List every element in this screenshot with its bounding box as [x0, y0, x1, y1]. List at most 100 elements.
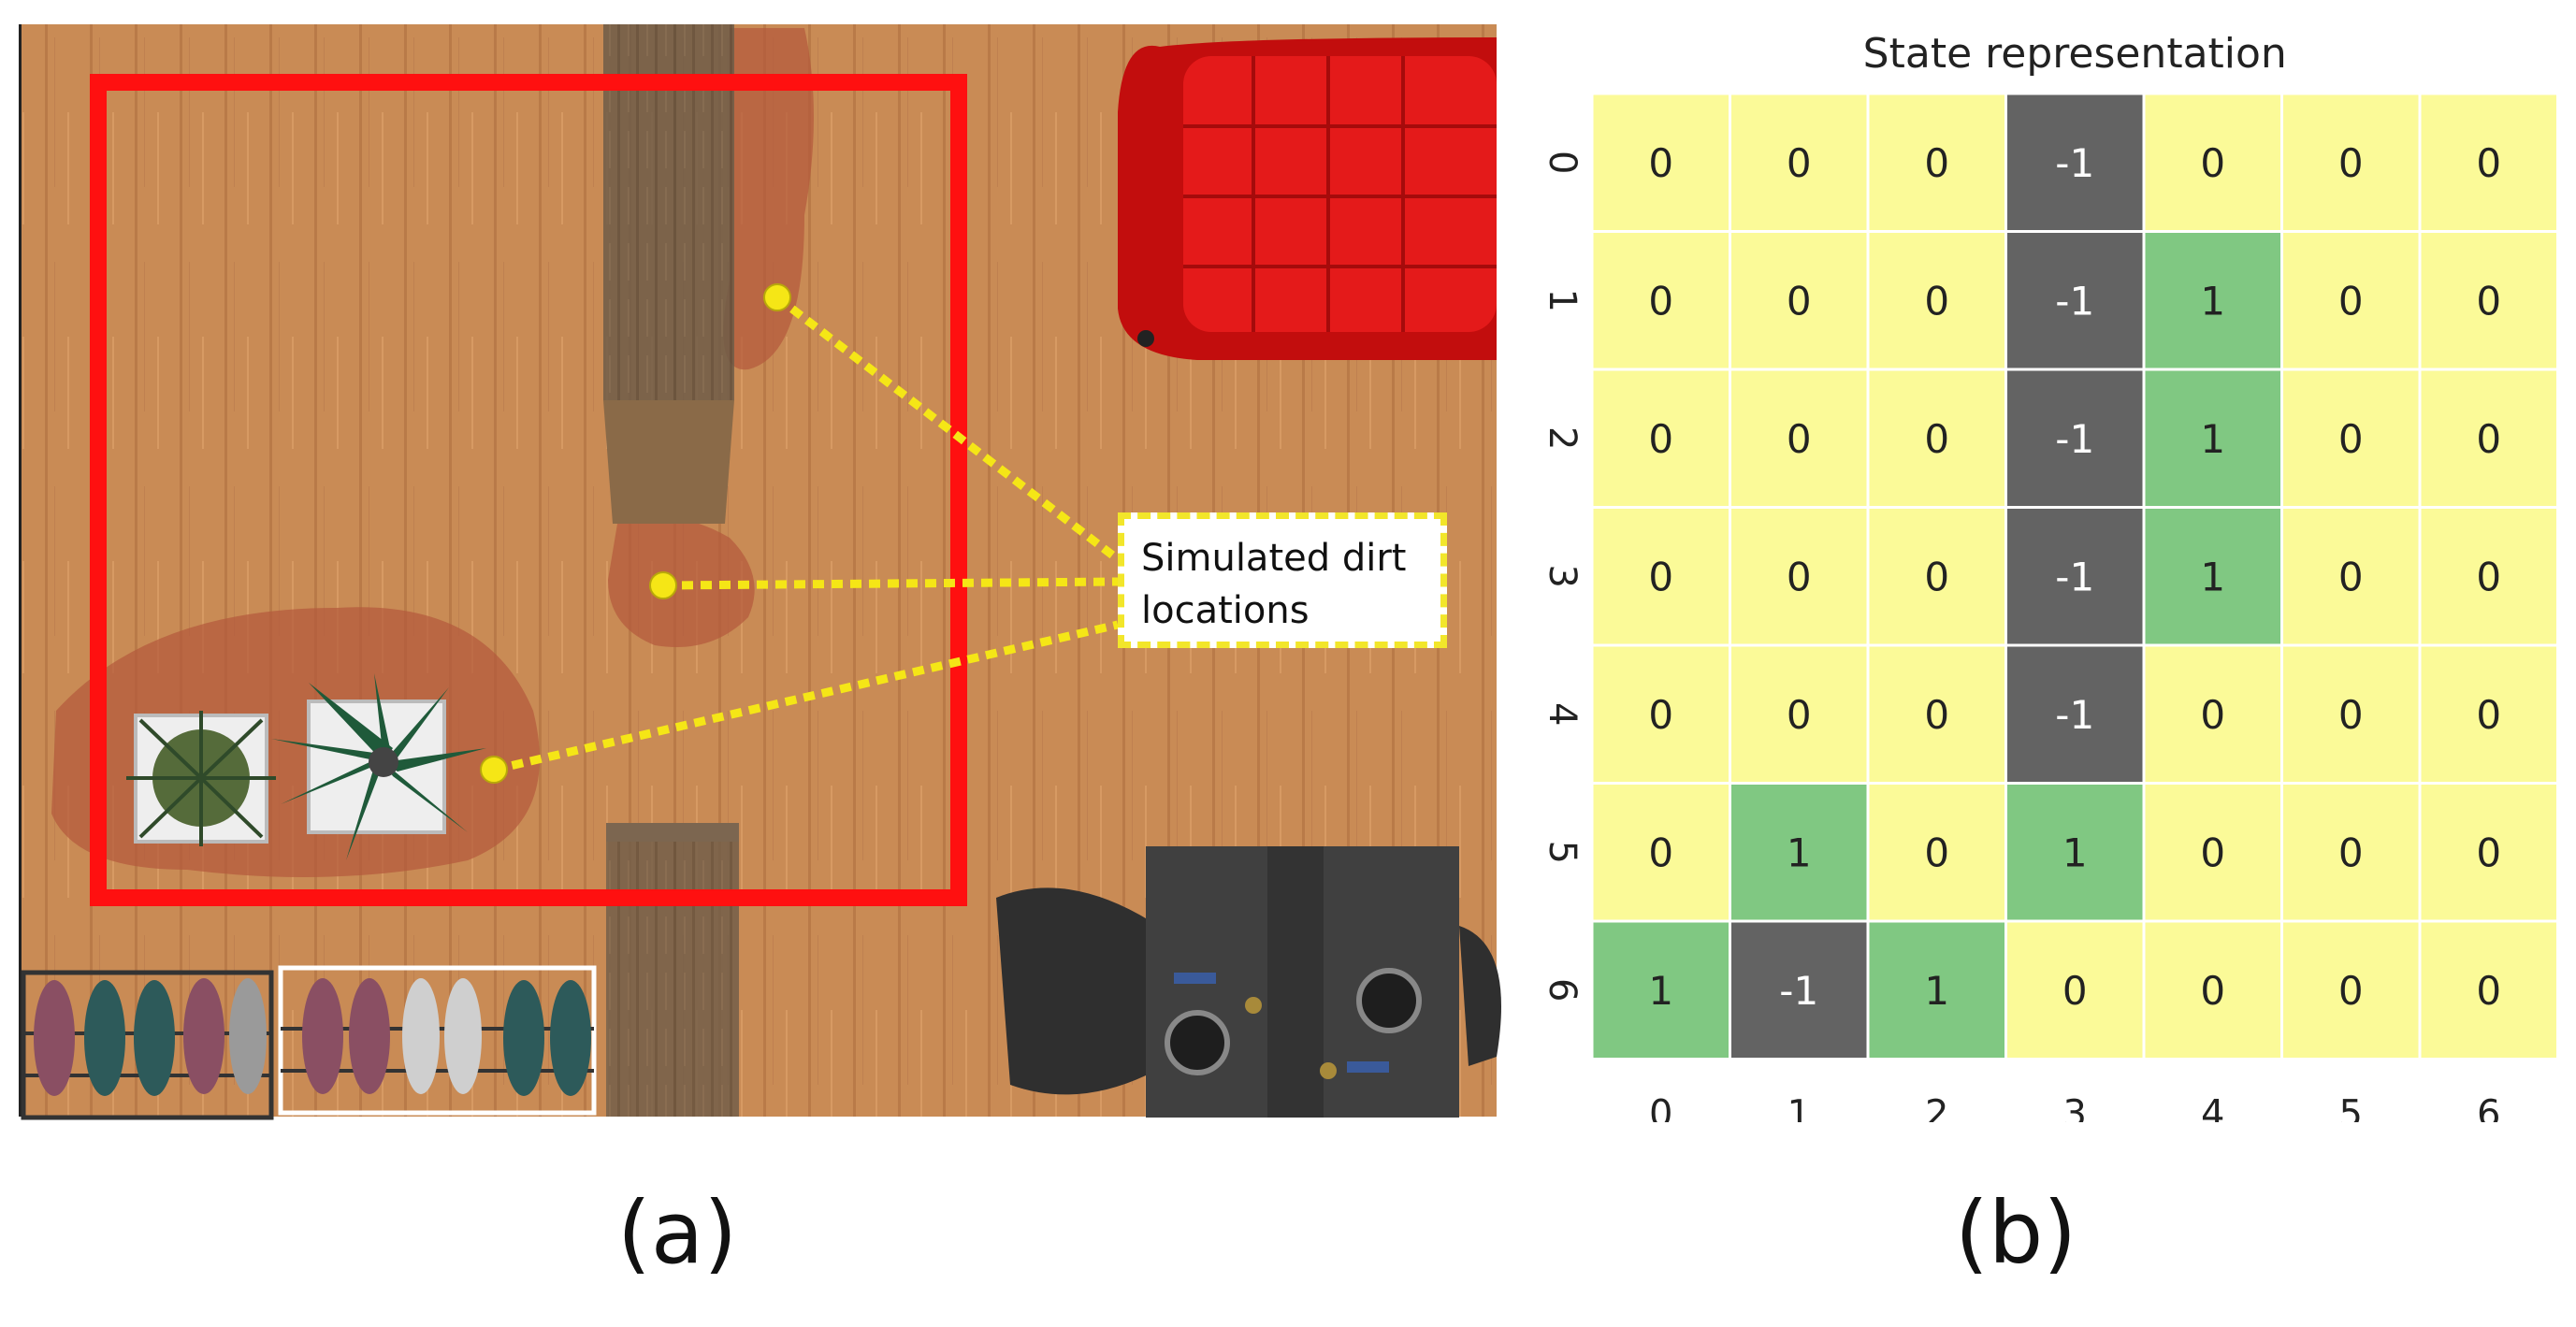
scene-left-edge [19, 24, 22, 1117]
panel-label-b: (b) [1955, 1183, 2077, 1283]
state-grid-chart: State representation 0 0 0 -1 0 0 0 0 0 0 -1 1 0 0 0 0 0 -… [1541, 30, 2559, 1123]
cell-value-0-5: 0 [2338, 140, 2364, 186]
grid-cell-6-4 [2142, 919, 2283, 1060]
cell-value-4-0: 0 [1648, 692, 1673, 738]
cell-value-0-4: 0 [2200, 140, 2225, 186]
y-tick-label: 6 [1541, 978, 1584, 1002]
grid-cell-3-4 [2142, 506, 2283, 647]
grid-cell-4-4 [2142, 643, 2283, 785]
cell-value-2-3: -1 [2055, 416, 2094, 462]
grid-cell-3-1 [1729, 506, 1870, 647]
callout-line-2: locations [1141, 589, 1310, 632]
cell-value-3-0: 0 [1648, 554, 1673, 599]
cell-value-5-1: 1 [1787, 829, 1812, 875]
cell-value-4-1: 0 [1787, 692, 1812, 738]
x-tick-label: 6 [2477, 1093, 2500, 1123]
shoe-rack-icon [21, 965, 597, 1120]
grid-cell-1-6 [2418, 230, 2559, 371]
dining-table-icon [996, 846, 1501, 1118]
grid-cell-2-0 [1590, 368, 1731, 509]
cell-value-1-4: 1 [2200, 278, 2225, 324]
y-tick-label: 2 [1541, 426, 1584, 450]
cell-value-6-3: 0 [2062, 968, 2088, 1014]
grid-cell-5-1 [1729, 782, 1870, 923]
cell-value-6-0: 1 [1648, 968, 1673, 1014]
x-tick-label: 0 [1649, 1093, 1672, 1123]
cell-value-3-5: 0 [2338, 554, 2364, 599]
y-tick-label: 0 [1541, 151, 1584, 174]
cell-value-0-2: 0 [1924, 140, 1949, 186]
callout-line-1: Simulated dirt [1141, 537, 1407, 580]
cell-value-2-4: 1 [2200, 416, 2225, 462]
plant-icon [271, 673, 486, 860]
grid-cell-5-5 [2280, 782, 2422, 923]
cell-value-3-1: 0 [1787, 554, 1812, 599]
x-tick-label: 3 [2063, 1093, 2087, 1123]
cell-value-4-2: 0 [1924, 692, 1949, 738]
grid-cell-4-6 [2418, 643, 2559, 785]
cell-value-1-3: -1 [2055, 278, 2094, 324]
x-tick-label: 5 [2339, 1093, 2363, 1123]
cell-value-2-0: 0 [1648, 416, 1673, 462]
grid-cell-4-5 [2280, 643, 2422, 785]
cell-value-2-5: 0 [2338, 416, 2364, 462]
cell-value-4-5: 0 [2338, 692, 2364, 738]
grid-cell-6-1 [1729, 919, 1870, 1060]
grid-cell-2-6 [2418, 368, 2559, 509]
x-tick-label: 2 [1925, 1093, 1948, 1123]
cell-value-1-5: 0 [2338, 278, 2364, 324]
y-tick-label: 4 [1541, 702, 1584, 726]
x-tick-label: 1 [1787, 1093, 1811, 1123]
cell-value-1-1: 0 [1787, 278, 1812, 324]
cell-value-6-4: 0 [2200, 968, 2225, 1014]
dirt-markers [480, 283, 1121, 784]
grid-cell-2-3 [2004, 368, 2146, 509]
grid-cell-0-3 [2004, 92, 2146, 233]
grid-cell-5-3 [2004, 782, 2146, 923]
cell-value-4-4: 0 [2200, 692, 2225, 738]
grid-cell-1-5 [2280, 230, 2422, 371]
grid-cell-6-3 [2004, 919, 2146, 1060]
chart-title: State representation [1863, 30, 2287, 78]
cell-value-5-5: 0 [2338, 829, 2364, 875]
cell-value-2-6: 0 [2476, 416, 2501, 462]
cell-value-0-6: 0 [2476, 140, 2501, 186]
grid-cell-0-0 [1590, 92, 1731, 233]
grid-cell-4-1 [1729, 643, 1870, 785]
cell-value-6-5: 0 [2338, 968, 2364, 1014]
grid-cell-4-0 [1590, 643, 1731, 785]
y-tick-label: 3 [1541, 565, 1584, 588]
cell-value-5-6: 0 [2476, 829, 2501, 875]
panel-label-a: (a) [617, 1183, 738, 1283]
cell-value-1-2: 0 [1924, 278, 1949, 324]
dirt-callout: Simulated dirt locations [1118, 512, 1447, 648]
cell-value-5-2: 0 [1924, 829, 1949, 875]
grid-cell-3-6 [2418, 506, 2559, 647]
grid-cell-6-6 [2418, 919, 2559, 1060]
grid-cell-3-0 [1590, 506, 1731, 647]
cell-value-6-1: -1 [1779, 968, 1818, 1014]
cell-value-5-0: 0 [1648, 829, 1673, 875]
cell-value-3-4: 1 [2200, 554, 2225, 599]
grid-cell-5-6 [2418, 782, 2559, 923]
cleaning-boundary [90, 74, 967, 906]
cell-value-3-2: 0 [1924, 554, 1949, 599]
cell-value-4-3: -1 [2055, 692, 2094, 738]
grid-cell-2-4 [2142, 368, 2283, 509]
grid-cell-0-6 [2418, 92, 2559, 233]
cell-value-6-6: 0 [2476, 968, 2501, 1014]
cell-value-5-4: 0 [2200, 829, 2225, 875]
y-tick-label: 5 [1541, 841, 1584, 864]
grid-cell-1-2 [1866, 230, 2007, 371]
grid-cell-4-3 [2004, 643, 2146, 785]
cell-value-1-6: 0 [2476, 278, 2501, 324]
cell-value-0-3: -1 [2055, 140, 2094, 186]
x-tick-label: 4 [2201, 1093, 2224, 1123]
cell-value-3-6: 0 [2476, 554, 2501, 599]
y-tick-label: 1 [1541, 289, 1584, 312]
cell-value-6-2: 1 [1924, 968, 1949, 1014]
grid-cell-1-0 [1590, 230, 1731, 371]
plant-icon [126, 711, 276, 846]
cell-value-5-3: 1 [2062, 829, 2088, 875]
cell-value-2-1: 0 [1787, 416, 1812, 462]
